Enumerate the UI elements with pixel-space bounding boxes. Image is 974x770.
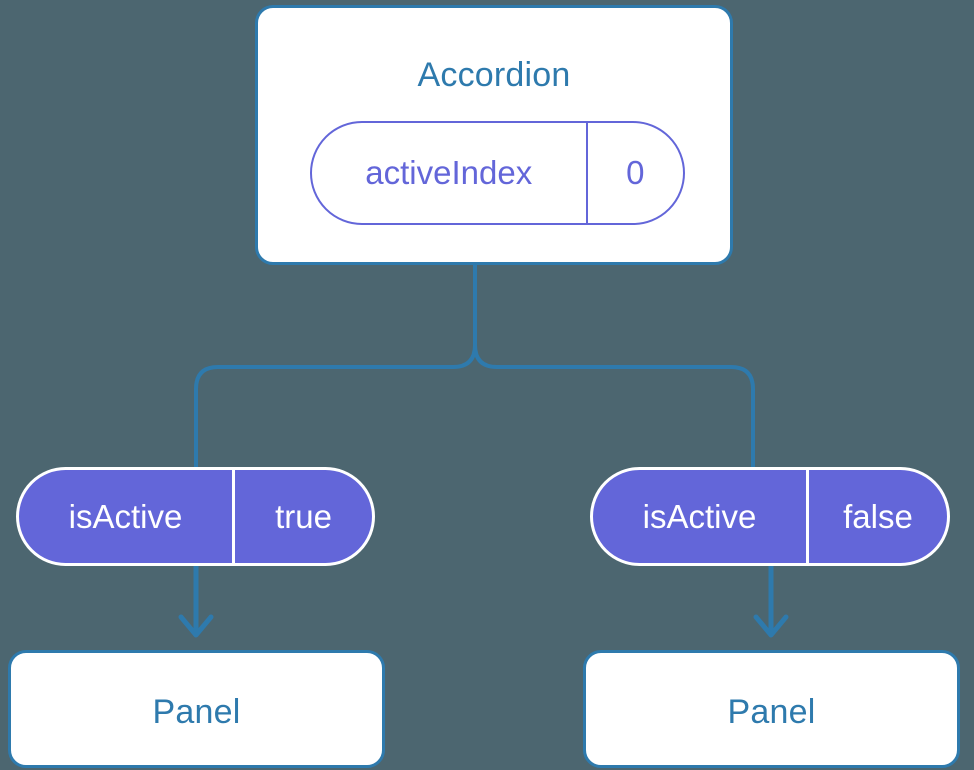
accordion-state-pill[interactable]: activeIndex 0: [310, 121, 685, 225]
right-prop-key: isActive: [593, 470, 809, 563]
left-arrowhead-icon: [178, 614, 214, 638]
right-panel-component-card[interactable]: Panel: [583, 650, 960, 768]
accordion-component-title: Accordion: [417, 56, 571, 94]
left-panel-component-title: Panel: [152, 693, 241, 731]
accordion-state-value: 0: [626, 154, 645, 191]
connector-accordion-to-branches: [194, 261, 477, 469]
left-prop-value: true: [275, 497, 332, 535]
accordion-component-card[interactable]: Accordion activeIndex 0: [255, 5, 733, 265]
left-prop-key: isActive: [19, 470, 235, 563]
left-prop-pill[interactable]: isActive true: [16, 467, 375, 566]
connector-accordion-to-right-branch: [473, 343, 755, 469]
right-prop-value: false: [843, 497, 913, 535]
accordion-state-key: activeIndex: [312, 123, 588, 223]
right-prop-pill[interactable]: isActive false: [590, 467, 950, 566]
left-panel-component-card[interactable]: Panel: [8, 650, 385, 768]
right-arrowhead-icon: [753, 614, 789, 638]
right-panel-component-title: Panel: [727, 693, 816, 731]
